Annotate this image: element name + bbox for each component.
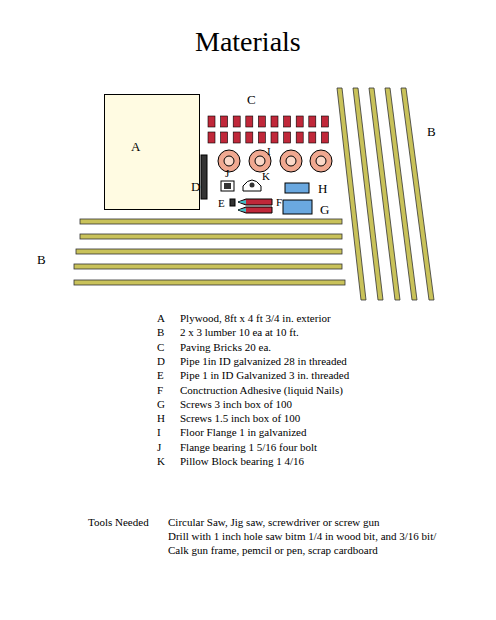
brick: [321, 132, 328, 143]
list-item: Pillow Block bearing 1 4/16: [180, 455, 304, 468]
board: [385, 88, 417, 300]
part-letter: C: [247, 92, 256, 107]
part-letter: K: [262, 170, 270, 183]
brick: [271, 132, 278, 143]
screw-box-small: [285, 183, 309, 193]
list-letter: F: [157, 384, 163, 397]
flange-hole: [286, 156, 296, 166]
pipe-short: [230, 199, 235, 206]
brick: [246, 116, 253, 127]
part-letter: A: [131, 139, 140, 154]
flange-bearing-center: [224, 183, 231, 189]
brick: [246, 132, 253, 143]
flange-hole: [316, 156, 326, 166]
list-item: Conctruction Adhesive (liquid Nails): [180, 384, 343, 397]
brick: [208, 132, 215, 143]
plywood-sheet: A: [104, 94, 200, 210]
board: [369, 88, 400, 300]
list-letter: J: [157, 441, 161, 454]
list-letter: A: [157, 312, 165, 325]
brick: [321, 116, 328, 127]
list-letter: I: [157, 426, 161, 439]
list-letter: G: [157, 398, 165, 411]
brick: [233, 132, 240, 143]
part-letter: H: [318, 181, 327, 196]
part-letter: I: [267, 145, 271, 158]
list-letter: E: [157, 369, 164, 382]
brick: [233, 116, 240, 127]
tools-item: Calk gun frame, pemcil or pen, scrap car…: [168, 544, 378, 557]
board: [74, 264, 342, 269]
board: [401, 88, 434, 300]
board: [353, 88, 383, 300]
brick: [284, 116, 291, 127]
board: [74, 280, 345, 285]
brick: [221, 116, 228, 127]
brick: [296, 116, 303, 127]
list-item: Pipe 1 in ID Galvanized 3 in. threaded: [180, 369, 349, 382]
list-item: Floor Flange 1 in galvanized: [180, 426, 306, 439]
list-item: Screws 3 inch box of 100: [180, 398, 292, 411]
part-letter: B: [427, 124, 436, 139]
list-item: Plywood, 8ft x 4 ft 3/4 in. exterior: [180, 312, 331, 325]
brick: [309, 132, 316, 143]
brick: [208, 116, 215, 127]
board: [80, 219, 342, 224]
brick: [258, 116, 265, 127]
list-letter: K: [157, 455, 165, 468]
tools-item: Circular Saw, Jig saw, screwdriver or sc…: [168, 516, 379, 529]
part-letter: F: [276, 196, 282, 209]
part-letter: E: [218, 197, 225, 210]
part-letter: G: [320, 202, 329, 217]
brick: [284, 132, 291, 143]
list-item: Screws 1.5 inch box of 100: [180, 412, 300, 425]
board: [80, 234, 342, 239]
tools-item: Drill with 1 inch hole saw bitm 1/4 in w…: [168, 530, 436, 543]
flange-bearing: [221, 181, 234, 191]
part-letter: D: [191, 179, 200, 194]
brick: [296, 132, 303, 143]
paving-bricks: [208, 116, 328, 143]
part-letter: B: [37, 252, 46, 267]
pillow-block: [243, 180, 261, 191]
brick: [271, 116, 278, 127]
floor-flanges: [218, 150, 332, 172]
list-letter: H: [157, 412, 165, 425]
flange: [310, 150, 332, 172]
brick: [309, 116, 316, 127]
board: [76, 249, 342, 254]
page-title: Materials: [195, 26, 301, 58]
list-letter: B: [157, 326, 164, 339]
flange-hole: [255, 156, 265, 166]
brick: [221, 132, 228, 143]
flange-hole: [224, 156, 234, 166]
tools-heading: Tools Needed: [88, 516, 149, 529]
pillow-block-hole: [250, 183, 255, 188]
brick: [258, 132, 265, 143]
screw-box-large: [283, 200, 312, 214]
list-item: Flange bearing 1 5/16 four bolt: [180, 441, 317, 454]
list-letter: C: [157, 341, 164, 354]
flange: [280, 150, 302, 172]
part-letter: J: [225, 167, 229, 180]
list-letter: D: [157, 355, 165, 368]
adhesive-tip: [238, 200, 246, 212]
pipe-long: [201, 155, 207, 199]
lumber-boards: [74, 88, 434, 300]
list-item: Paving Bricks 20 ea.: [180, 341, 271, 354]
list-item: Pipe 1in ID galvanized 28 in threaded: [180, 355, 347, 368]
list-item: 2 x 3 lumber 10 ea at 10 ft.: [180, 326, 299, 339]
